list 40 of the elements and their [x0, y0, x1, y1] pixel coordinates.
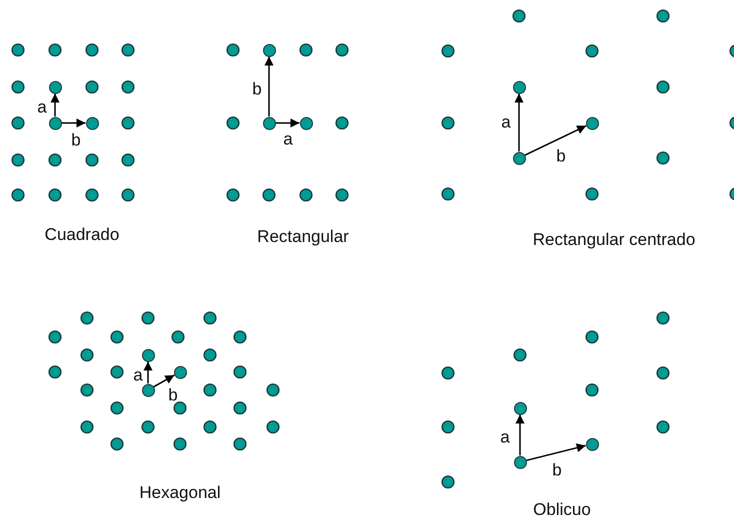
vector-arrow: [524, 125, 586, 156]
vector-label: b: [252, 80, 262, 98]
lattice-point: [512, 80, 526, 94]
lattice-point: [514, 456, 526, 468]
vector-label: b: [71, 132, 81, 148]
vector-label: a: [37, 98, 47, 116]
vector-arrow: [276, 118, 300, 128]
lattice-point: [512, 152, 526, 164]
lattice-name: Rectangular centrado: [532, 230, 696, 250]
lattice-point: [514, 402, 526, 414]
lattice-point: [174, 366, 186, 378]
vector-arrow: [153, 374, 175, 388]
lattice-point: [586, 116, 598, 130]
vector-label: a: [283, 130, 293, 148]
lattice-point: [48, 116, 62, 130]
vector-arrow: [62, 118, 86, 128]
lattice-point: [300, 116, 312, 130]
lattice-point: [86, 116, 98, 130]
vector-arrow: [50, 94, 60, 116]
lattice-name: Oblicuo: [533, 500, 591, 520]
lattice-name: Hexagonal: [139, 483, 221, 503]
vector-arrow: [264, 56, 274, 116]
lattice-point: [262, 44, 276, 56]
vector-label: a: [133, 366, 143, 384]
vector-arrow: [144, 362, 152, 384]
vector-arrow: [514, 94, 524, 152]
vector-label: b: [556, 148, 566, 164]
vector-label: a: [500, 428, 510, 446]
lattice-point: [586, 438, 598, 450]
vector-arrow: [516, 414, 524, 456]
vector-label: b: [552, 462, 562, 478]
vector-label: b: [168, 386, 178, 404]
vector-arrow: [526, 443, 586, 462]
lattice-name: Rectangular: [257, 227, 349, 247]
lattice-point: [262, 116, 276, 130]
lattice-point: [142, 348, 154, 362]
lattice-point: [142, 384, 154, 396]
lattice-point: [48, 80, 62, 94]
lattice-name: Cuadrado: [44, 225, 120, 245]
vector-label: a: [501, 114, 511, 130]
